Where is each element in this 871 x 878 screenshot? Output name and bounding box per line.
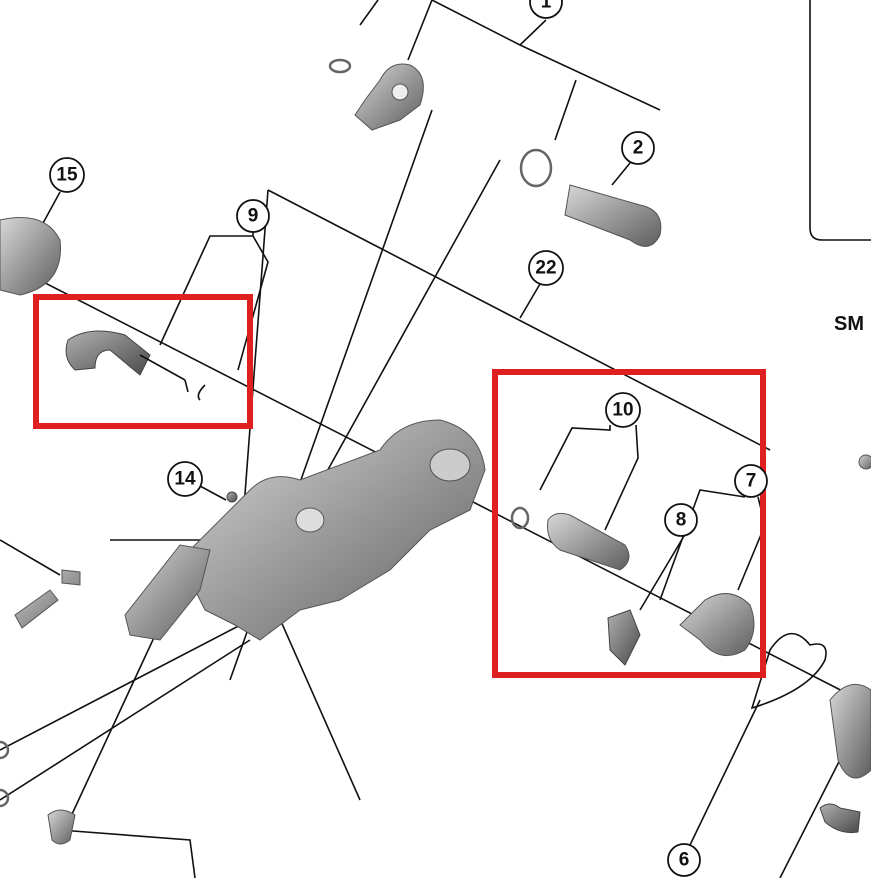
svg-text:14: 14 [174, 469, 196, 490]
part-gasket [750, 632, 827, 710]
callout-10: 10 [605, 392, 641, 428]
part-bracket [124, 544, 211, 641]
part-main-body [179, 419, 486, 641]
svg-text:8: 8 [676, 510, 687, 531]
part-8-clip [607, 609, 641, 666]
side-text-sm: SM [834, 313, 864, 335]
callout-14: 14 [167, 461, 203, 497]
highlight-box-part-9 [33, 294, 253, 429]
callout-8: 8 [664, 503, 698, 537]
svg-text:6: 6 [679, 850, 690, 871]
callout-2: 2 [621, 131, 655, 165]
part-9-stopper [65, 330, 151, 376]
part-washer [819, 803, 861, 833]
svg-text:9: 9 [248, 206, 259, 227]
callout-22: 22 [528, 250, 564, 286]
inset-panel-border [809, 0, 871, 241]
callout-1: 1 [529, 0, 563, 19]
callout-7: 7 [734, 464, 768, 498]
callout-9: 9 [236, 199, 270, 233]
part-1-ring [328, 58, 352, 74]
svg-text:7: 7 [746, 471, 757, 492]
part-2-ring [519, 148, 553, 188]
callout-15: 15 [49, 157, 85, 193]
svg-text:15: 15 [56, 165, 78, 186]
highlight-box-parts-10-7-8 [492, 369, 766, 678]
callout-6: 6 [667, 843, 701, 877]
part-7-cover [679, 593, 755, 657]
part-14-screw [226, 491, 238, 503]
svg-text:10: 10 [612, 400, 633, 421]
part-bolt-bottom [47, 809, 76, 845]
part-9-pin [139, 354, 206, 401]
part-2-axle [564, 184, 662, 247]
part-15-spring [0, 217, 61, 296]
part-1-cam [354, 63, 424, 131]
part-10-axle [547, 512, 630, 571]
part-edge-right [858, 454, 871, 470]
part-right-assembly [829, 683, 871, 779]
svg-text:22: 22 [535, 258, 556, 279]
part-pin [14, 569, 81, 629]
part-ring-left-1 [0, 740, 10, 760]
svg-text:2: 2 [633, 138, 644, 159]
svg-text:1: 1 [541, 0, 552, 13]
part-ring-left-2 [0, 788, 10, 808]
part-10-ring [510, 506, 530, 530]
parts [0, 58, 871, 845]
